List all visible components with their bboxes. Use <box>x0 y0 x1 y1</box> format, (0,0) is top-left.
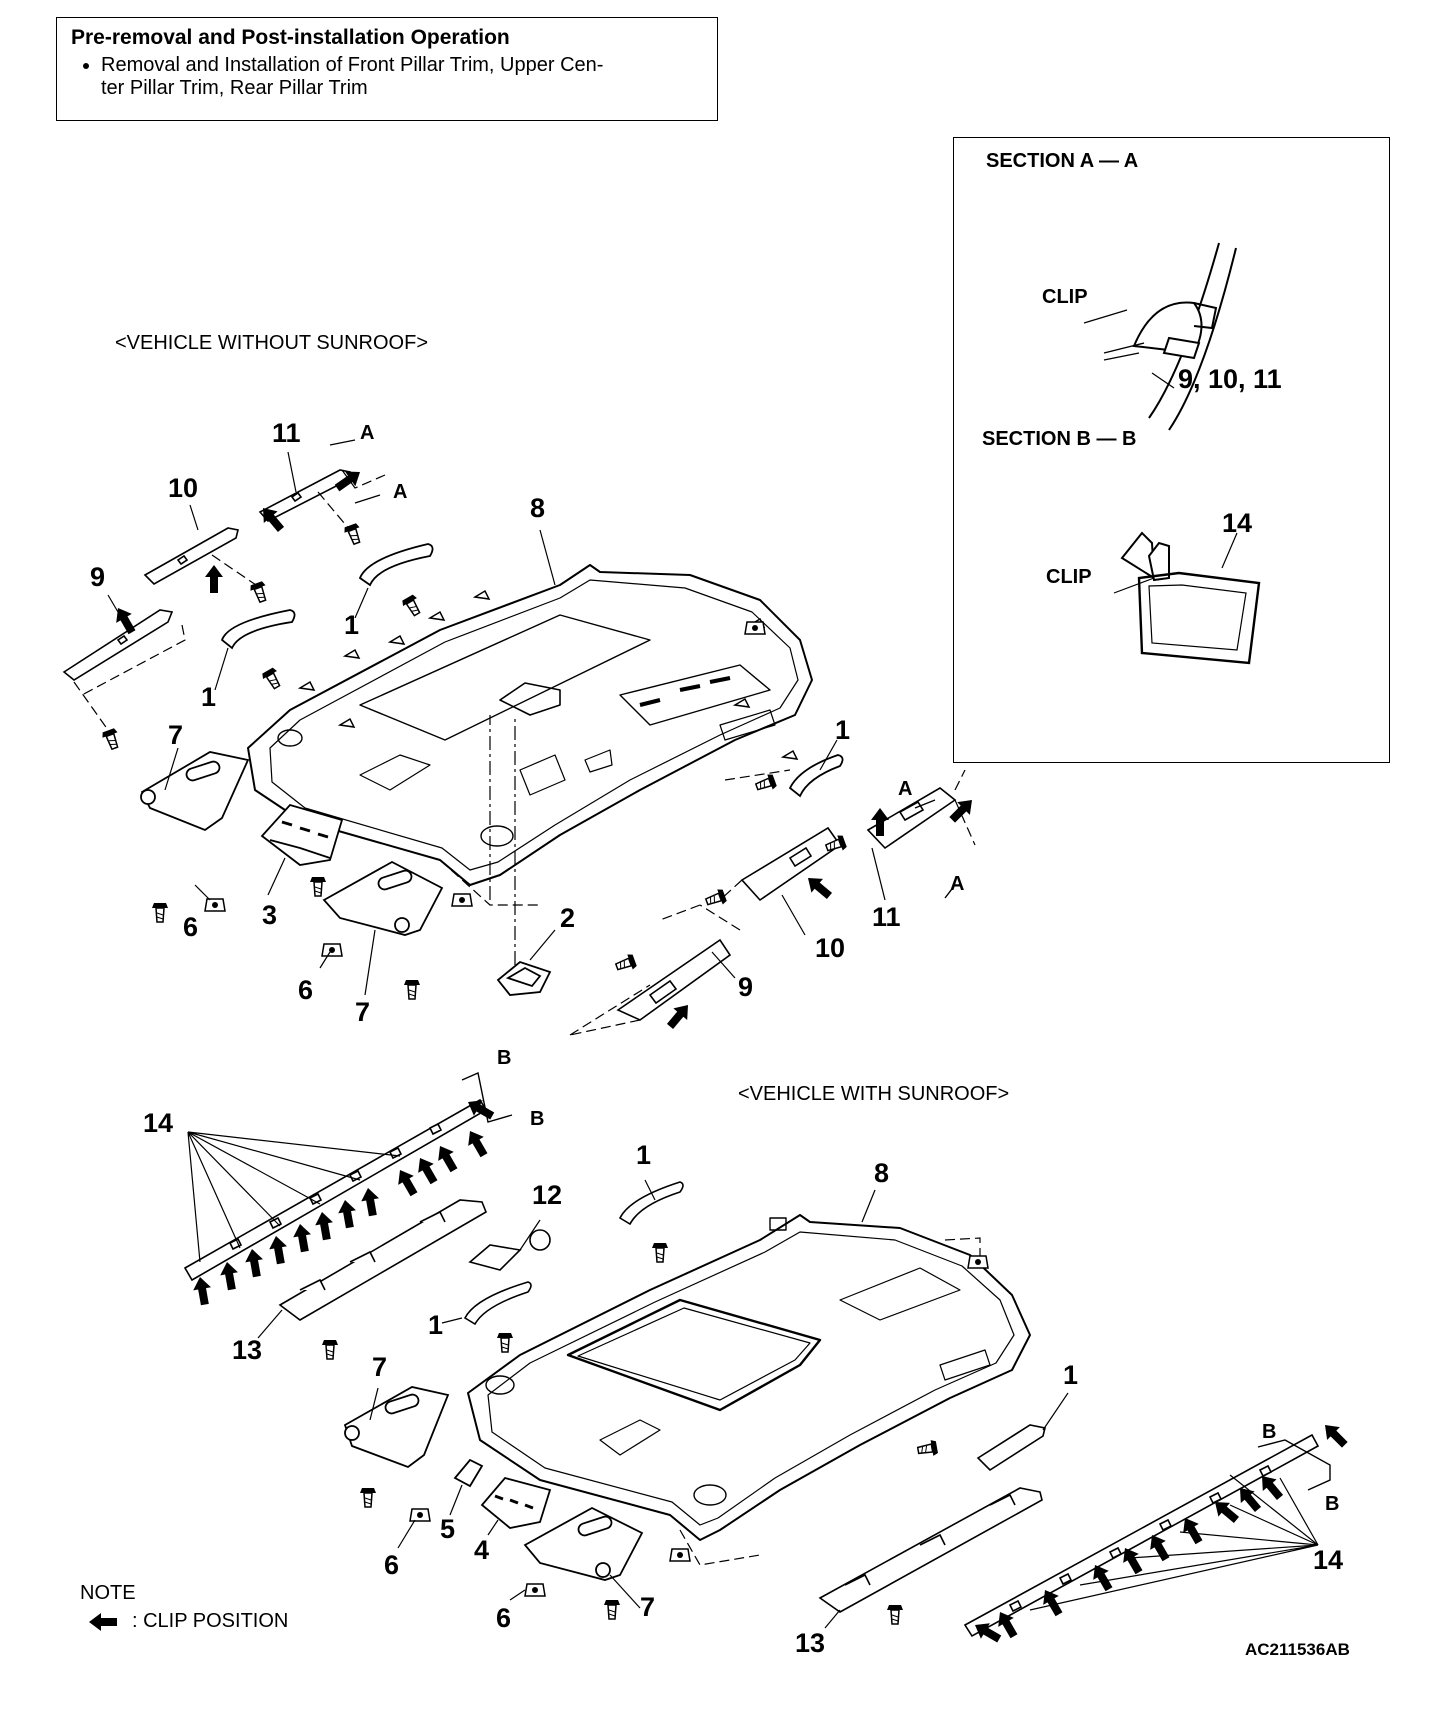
section-a-clip-drawing <box>1083 242 1237 431</box>
callout-1: 1 <box>344 610 360 640</box>
callout-2: 2 <box>560 903 576 933</box>
section-b-mark: B <box>530 1108 545 1130</box>
callout-11: 11 <box>272 418 301 448</box>
section-b-title: SECTION B — B <box>982 428 1137 450</box>
section-detail-drawings <box>1083 242 1261 665</box>
section-a-mark: A <box>393 481 408 503</box>
room-lamp-3 <box>260 803 344 866</box>
note-heading: NOTE <box>80 1582 136 1604</box>
callout-6: 6 <box>298 975 314 1005</box>
callout-7: 7 <box>355 997 371 1027</box>
callout-8: 8 <box>530 493 546 523</box>
callout-8: 8 <box>874 1158 890 1188</box>
roof-rail-13-bottom-right <box>818 1487 1043 1613</box>
section-a-title: SECTION A — A <box>986 150 1139 172</box>
pillar-trim-9-top-right <box>616 938 732 1021</box>
callout-11: 11 <box>872 902 901 932</box>
callout-1: 1 <box>835 715 851 745</box>
note-legend: : CLIP POSITION <box>80 1610 288 1633</box>
callout-7: 7 <box>168 720 184 750</box>
roof-rail-13-bottom-left <box>278 1199 487 1321</box>
section-a-mark: A <box>360 422 375 444</box>
callout-9: 9 <box>90 562 106 592</box>
section-b-clip-label: CLIP <box>1046 566 1092 588</box>
callout-10: 10 <box>168 473 199 503</box>
callout-6: 6 <box>384 1550 400 1580</box>
headlining-with-sunroof <box>467 1214 1031 1541</box>
pillar-trim-9-top-left <box>62 609 174 681</box>
clip-strip-14-bottom-right <box>963 1433 1320 1638</box>
callout-4: 4 <box>474 1535 490 1565</box>
callout-14: 14 <box>143 1108 174 1138</box>
callout-3: 3 <box>262 900 278 930</box>
callout-6: 6 <box>496 1603 512 1633</box>
sun-visor-7-top-left <box>140 751 250 832</box>
clip-nuts-bottom <box>409 621 989 1597</box>
pre-removal-item: Removal and Installation of Front Pillar… <box>101 54 703 100</box>
callout-1: 1 <box>636 1140 652 1170</box>
figure-code: AC211536AB <box>1245 1640 1350 1659</box>
pre-removal-box: Pre-removal and Post-installation Operat… <box>56 17 718 121</box>
callout-13: 13 <box>232 1335 263 1365</box>
lamp-cover-12 <box>468 1229 551 1271</box>
rear-lamp-2 <box>496 960 552 996</box>
section-b-clip-drawing <box>1113 531 1261 665</box>
vehicle-with-sunroof-heading: <VEHICLE WITH SUNROOF> <box>738 1083 1010 1105</box>
assist-grip-1-top-b <box>358 543 434 587</box>
assist-grip-1-bottom-b <box>463 1281 532 1326</box>
section-detail-box: SECTION A — A CLIP 9, 10, 11 SECTION B —… <box>953 137 1390 763</box>
section-b-mark: B <box>1262 1421 1277 1443</box>
section-a-mark: A <box>950 873 965 895</box>
pre-removal-list: Removal and Installation of Front Pillar… <box>71 54 703 100</box>
clip-strip-14-bottom-left <box>183 1098 488 1282</box>
callout-1: 1 <box>428 1310 444 1340</box>
section-b-mark: B <box>1325 1493 1340 1515</box>
clip-arrows-top <box>110 464 979 1033</box>
callout-1: 1 <box>1063 1360 1079 1390</box>
callout-13: 13 <box>795 1628 826 1658</box>
section-a-parts-callout: 9, 10, 11 <box>1178 364 1282 394</box>
assist-grip-1-bottom-c <box>976 1424 1046 1472</box>
sun-visor-7-bottom-left <box>343 1386 450 1469</box>
assist-grip-1-bottom-a <box>618 1181 684 1226</box>
section-a-mark: A <box>898 778 913 800</box>
section-b-mark: B <box>497 1047 512 1069</box>
callout-12: 12 <box>532 1180 563 1210</box>
map-lamp-4 <box>480 1476 552 1529</box>
vehicle-without-sunroof-heading: <VEHICLE WITHOUT SUNROOF> <box>115 332 429 354</box>
note-text: : CLIP POSITION <box>132 1610 289 1632</box>
callout-10: 10 <box>815 933 846 963</box>
assist-grip-1-top-c <box>788 754 844 798</box>
assist-grip-1-top-a <box>220 609 296 650</box>
pre-removal-item-line2: ter Pillar Trim, Rear Pillar Trim <box>101 77 368 99</box>
callout-7: 7 <box>640 1592 656 1622</box>
pillar-trim-10-top-left <box>143 527 239 585</box>
callout-1: 1 <box>201 682 217 712</box>
callout-5: 5 <box>440 1514 456 1544</box>
callout-7: 7 <box>372 1352 388 1382</box>
callout-6: 6 <box>183 912 199 942</box>
pre-removal-item-line1: Removal and Installation of Front Pillar… <box>101 54 604 76</box>
callout-14: 14 <box>1313 1545 1344 1575</box>
pre-removal-title: Pre-removal and Post-installation Operat… <box>71 26 510 49</box>
sun-visor-7-top-right <box>322 860 444 936</box>
switch-5 <box>453 1458 484 1488</box>
sun-visor-7-bottom-right <box>523 1506 644 1581</box>
section-a-clip-label: CLIP <box>1042 286 1088 308</box>
section-b-part-callout: 14 <box>1222 508 1253 538</box>
clip-arrow-icon <box>89 1612 117 1631</box>
callout-9: 9 <box>738 972 754 1002</box>
